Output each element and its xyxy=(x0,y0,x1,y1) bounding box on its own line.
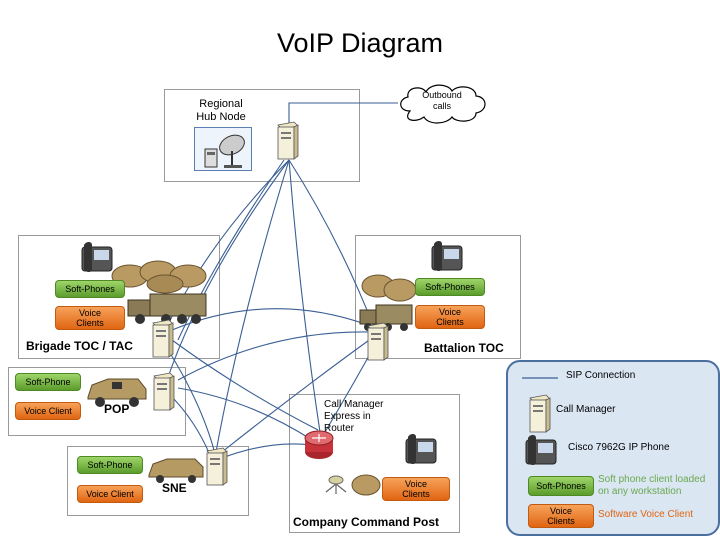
brigade-phone-icon xyxy=(81,242,113,272)
legend-softphones-desc: Soft phone client loaded on any workstat… xyxy=(598,474,706,497)
link-battalion-sne xyxy=(221,337,373,453)
outbound-link xyxy=(288,102,398,125)
brigade-softphones-button: Soft-Phones xyxy=(55,280,125,298)
legend-sip-connection: SIP Connection xyxy=(566,370,636,381)
sne-vehicle-icon xyxy=(148,458,204,483)
regional-server-icon xyxy=(277,121,299,160)
outbound-cloud-icon xyxy=(400,84,486,124)
battalion-phone-icon xyxy=(431,241,463,271)
legend-sip-line-icon xyxy=(522,377,558,379)
sne-label: SNE xyxy=(162,481,187,495)
legend-ip-phone: Cisco 7962G IP Phone xyxy=(568,442,670,453)
brigade-tents-icon xyxy=(111,260,207,294)
sne-server-icon xyxy=(206,447,228,486)
cloud-label: Outbound calls xyxy=(422,90,462,111)
battalion-toc-label: Battalion TOC xyxy=(424,341,504,355)
satellite-dish-icon xyxy=(194,127,252,171)
legend-voice-clients-desc: Software Voice Client xyxy=(598,509,694,520)
pop-voice-client-button: Voice Client xyxy=(15,402,81,420)
link-sne-company xyxy=(221,443,313,459)
call-manager-express-label: Call Manager Express in Router xyxy=(324,399,384,434)
router-icon xyxy=(304,430,334,459)
legend-softphones-button: Soft-Phones xyxy=(528,476,594,496)
link-brigade-sne xyxy=(164,344,215,451)
link-hub-pop xyxy=(164,159,290,387)
link-brigade-company xyxy=(171,339,319,431)
battalion-tents-icon xyxy=(361,274,417,302)
pop-softphone-button: Soft-Phone xyxy=(15,373,81,391)
link-battalion-pop xyxy=(177,331,371,381)
sne-softphone-button: Soft-Phone xyxy=(77,456,143,474)
company-antenna-icon xyxy=(325,475,347,494)
link-hub-brigade-2 xyxy=(177,159,285,341)
link-pop-sne xyxy=(169,394,211,456)
pop-vehicle-icon xyxy=(87,378,147,407)
battalion-server-icon xyxy=(367,322,389,361)
page-title: VoIP Diagram xyxy=(276,28,444,58)
company-phone-icon xyxy=(405,434,437,464)
regional-hub-label: Regional Hub Node xyxy=(196,98,246,123)
sne-voice-client-button: Voice Client xyxy=(77,485,143,503)
legend-phone-icon xyxy=(525,435,557,465)
brigade-toc-label: Brigade TOC / TAC xyxy=(26,339,133,353)
battalion-softphones-button: Soft-Phones xyxy=(415,278,485,296)
link-hub-battalion xyxy=(288,159,376,331)
link-hub-sne xyxy=(215,159,290,453)
link-hub-company xyxy=(288,159,321,433)
legend-call-manager: Call Manager xyxy=(556,404,616,415)
brigade-server-icon xyxy=(152,319,174,358)
link-pop-company xyxy=(177,387,313,441)
legend-server-icon xyxy=(529,394,551,433)
pop-label: POP xyxy=(104,402,130,416)
company-tent-icon xyxy=(351,474,381,496)
pop-server-icon xyxy=(153,372,175,411)
legend-panel: SIP Connection Call Manager Cisco 7962G … xyxy=(506,360,720,536)
company-command-post-label: Company Command Post xyxy=(293,515,440,529)
